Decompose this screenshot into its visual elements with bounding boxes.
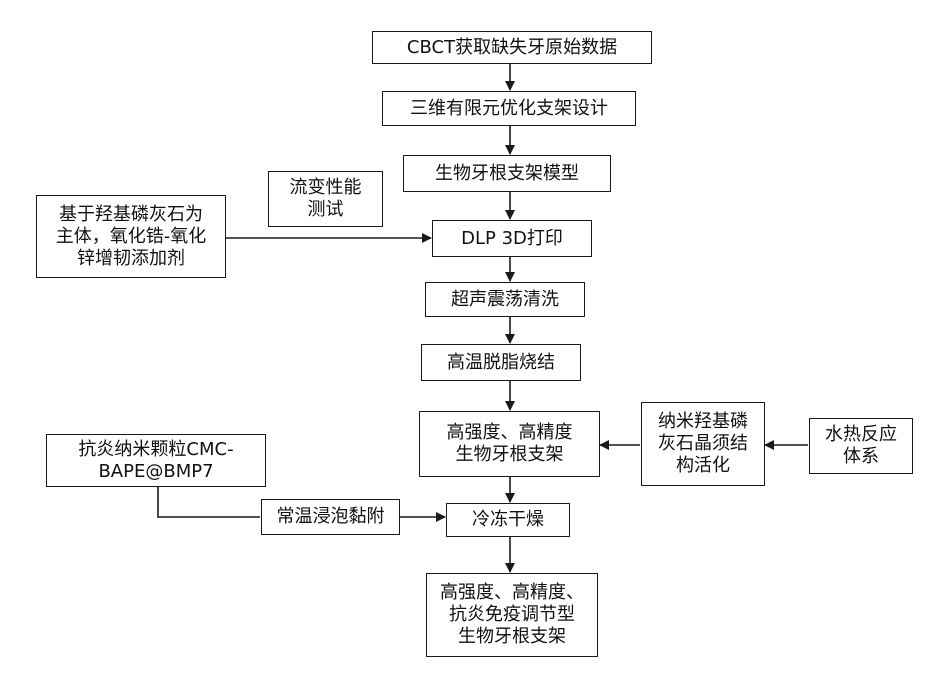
node-anti: 抗炎纳米颗粒CMC- BAPE@BMP7 — [46, 434, 266, 487]
node-rheology-label: 流变性能 测试 — [290, 177, 362, 221]
arrow-anti-to-soak — [158, 487, 260, 517]
node-final-label: 高强度、高精度、 抗炎免疫调节型 生物牙根支架 — [440, 582, 584, 648]
node-nano-ha: 纳米羟基磷 灰石晶须结 构活化 — [641, 402, 765, 486]
node-sinter: 高温脱脂烧结 — [421, 344, 581, 381]
node-freeze-label: 冷冻干燥 — [472, 509, 544, 531]
node-hydro-label: 水热反应 体系 — [825, 424, 897, 468]
node-material: 基于羟基磷灰石为 主体，氧化锆-氧化 锌增韧添加剂 — [36, 195, 226, 278]
node-ultrasonic: 超声震荡清洗 — [425, 282, 585, 317]
node-rheology: 流变性能 测试 — [268, 171, 383, 227]
node-final: 高强度、高精度、 抗炎免疫调节型 生物牙根支架 — [426, 573, 598, 657]
node-soak-label: 常温浸泡黏附 — [277, 506, 385, 528]
node-material-label: 基于羟基磷灰石为 主体，氧化锆-氧化 锌增韧添加剂 — [56, 204, 207, 270]
node-dlp-label: DLP 3D打印 — [461, 228, 563, 250]
node-model-label: 生物牙根支架模型 — [435, 163, 579, 185]
node-sinter-label: 高温脱脂烧结 — [447, 352, 555, 374]
node-strong-label: 高强度、高精度 生物牙根支架 — [447, 422, 573, 466]
node-freeze: 冷冻干燥 — [446, 503, 570, 537]
node-ultrasonic-label: 超声震荡清洗 — [451, 289, 559, 311]
node-soak: 常温浸泡黏附 — [261, 499, 400, 535]
node-fea-label: 三维有限元优化支架设计 — [410, 98, 608, 120]
node-hydro: 水热反应 体系 — [809, 418, 913, 474]
node-anti-label: 抗炎纳米颗粒CMC- BAPE@BMP7 — [78, 439, 233, 483]
node-fea: 三维有限元优化支架设计 — [382, 91, 636, 126]
node-strong: 高强度、高精度 生物牙根支架 — [419, 411, 600, 477]
node-nano-ha-label: 纳米羟基磷 灰石晶须结 构活化 — [658, 411, 748, 477]
node-cbct-label: CBCT获取缺失牙原始数据 — [407, 37, 617, 59]
node-cbct: CBCT获取缺失牙原始数据 — [372, 31, 652, 64]
node-model: 生物牙根支架模型 — [403, 155, 611, 192]
node-dlp: DLP 3D打印 — [432, 220, 592, 257]
